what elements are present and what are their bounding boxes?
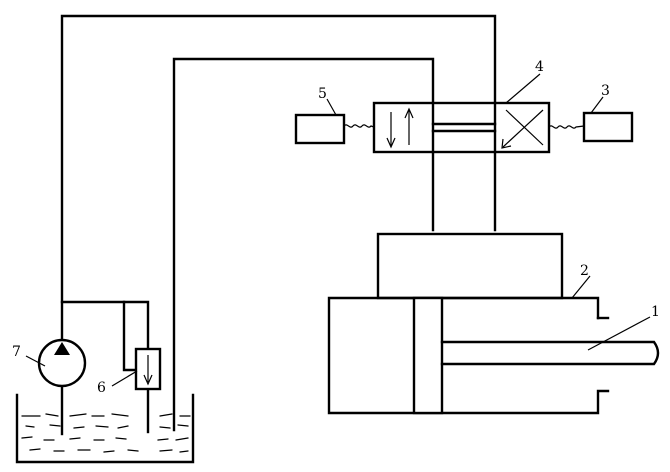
label-3: 3 bbox=[601, 83, 610, 99]
cross-arrow-head bbox=[501, 138, 512, 149]
hydraulic-block-body bbox=[376, 232, 564, 300]
check-valve-arrow-head bbox=[143, 374, 153, 386]
label-6: 6 bbox=[97, 380, 106, 396]
pump-triangle bbox=[54, 342, 70, 355]
solenoid-right-box bbox=[582, 111, 634, 143]
leader-6 bbox=[111, 370, 138, 387]
label-5: 5 bbox=[318, 86, 327, 102]
pump bbox=[37, 338, 87, 388]
cross-line-b bbox=[502, 109, 544, 148]
cylinder-top-wall bbox=[327, 296, 610, 415]
piston bbox=[412, 296, 444, 415]
label-4: 4 bbox=[535, 59, 544, 75]
leader-4 bbox=[505, 73, 541, 104]
tank-walls bbox=[15, 393, 195, 464]
check-valve bbox=[134, 347, 162, 391]
solenoid-left-box bbox=[294, 113, 346, 145]
leader-5 bbox=[326, 98, 337, 116]
oil-surface-marks bbox=[21, 413, 191, 453]
check-valve-branch bbox=[60, 300, 150, 351]
leader-lines bbox=[25, 73, 651, 387]
valve-body bbox=[372, 101, 551, 154]
solenoid-left-wire bbox=[343, 124, 375, 128]
leader-7 bbox=[25, 355, 46, 367]
component-labels: 1 2 3 4 5 6 7 bbox=[12, 59, 660, 396]
down-arrow-head bbox=[386, 137, 396, 149]
label-2: 2 bbox=[580, 263, 589, 279]
label-1: 1 bbox=[651, 304, 660, 320]
hydraulic-block bbox=[376, 232, 564, 300]
solenoid-left bbox=[294, 113, 375, 145]
leader-3 bbox=[590, 96, 604, 114]
leader-1 bbox=[587, 316, 651, 351]
leader-2 bbox=[571, 275, 591, 299]
check-valve-bypass bbox=[122, 300, 138, 372]
directional-valve bbox=[372, 101, 551, 154]
up-arrow-head bbox=[404, 107, 414, 119]
piston-rod bbox=[440, 340, 660, 366]
solenoid-right bbox=[548, 111, 634, 143]
oil-tank bbox=[15, 393, 195, 464]
cylinder bbox=[327, 296, 660, 415]
solenoid-right-wire bbox=[548, 125, 585, 129]
label-7: 7 bbox=[12, 344, 21, 360]
